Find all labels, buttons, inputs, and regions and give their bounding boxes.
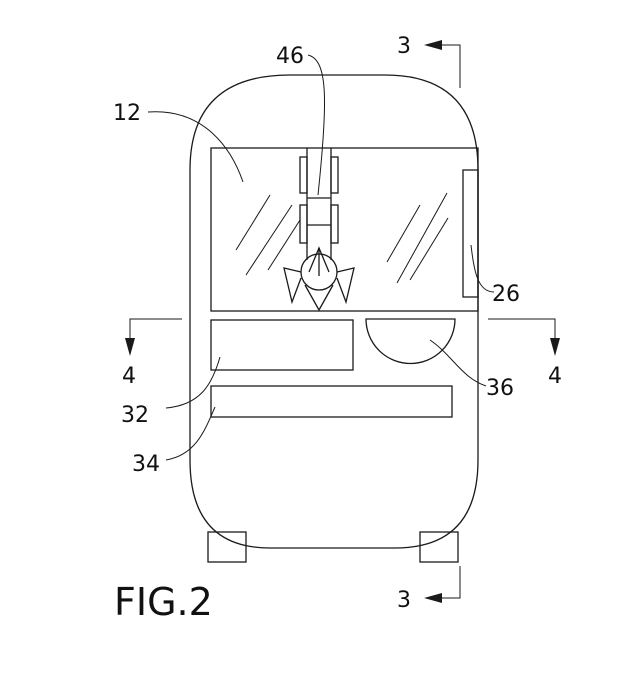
label-side-panel: 26 <box>492 282 520 307</box>
label-slot: 34 <box>132 452 160 477</box>
display-window <box>210 147 479 312</box>
claw-assembly <box>283 148 355 312</box>
glass-reflection-lines <box>235 192 449 284</box>
section-3-bottom: 3 <box>397 588 411 613</box>
label-control-panel: 32 <box>121 403 149 428</box>
coin-slot <box>210 385 453 418</box>
label-claw: 46 <box>276 44 304 69</box>
section-4-left: 4 <box>122 364 136 389</box>
control-panel <box>210 319 354 371</box>
section-3-top: 3 <box>397 34 411 59</box>
right-foot <box>419 531 459 563</box>
side-panel <box>462 169 479 298</box>
section-4-markers <box>125 318 560 356</box>
figure-label: FIG.2 <box>114 580 213 624</box>
section-3-markers <box>424 40 461 603</box>
prize-chute <box>365 318 456 365</box>
leader-lines <box>147 54 495 461</box>
label-chute: 36 <box>486 376 514 401</box>
left-foot <box>207 531 247 563</box>
section-4-right: 4 <box>548 364 562 389</box>
label-window: 12 <box>113 101 141 126</box>
